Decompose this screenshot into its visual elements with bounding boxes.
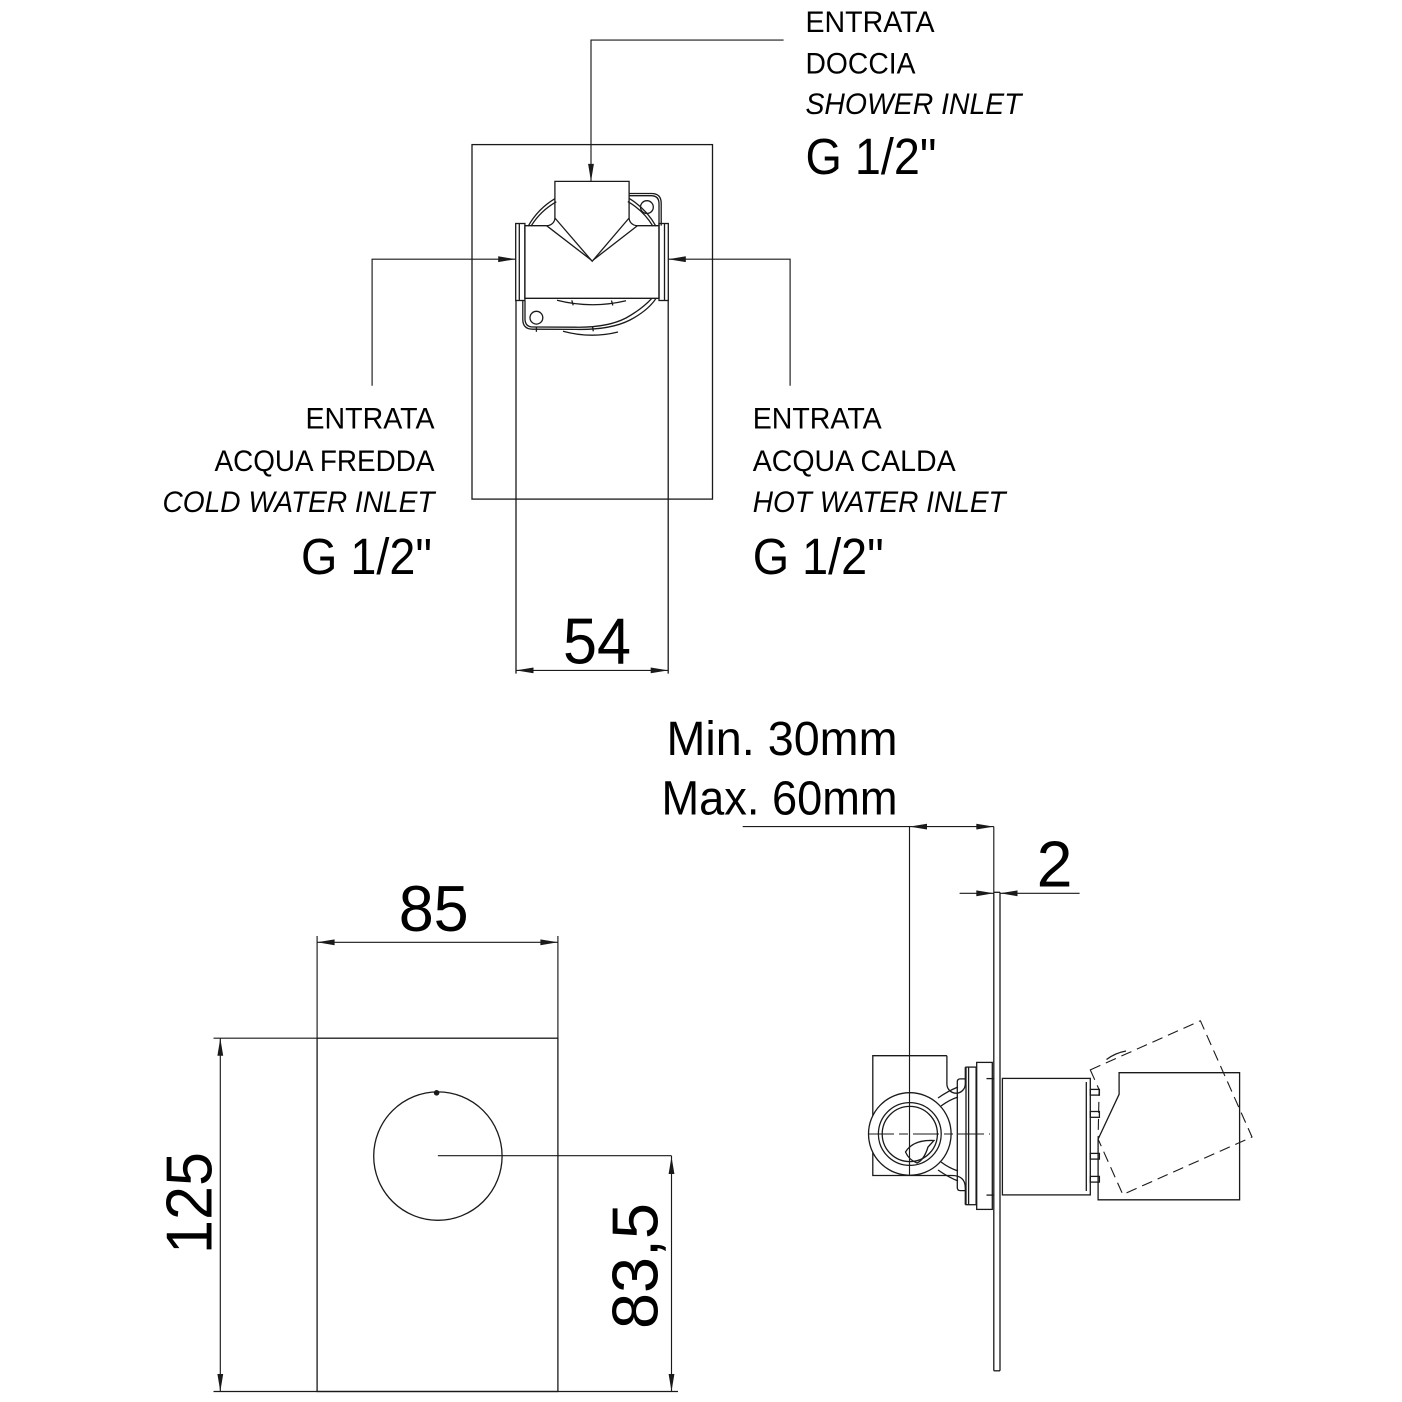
svg-text:ACQUA FREDDA: ACQUA FREDDA — [215, 445, 435, 478]
svg-text:DOCCIA: DOCCIA — [806, 48, 916, 81]
svg-text:ENTRATA: ENTRATA — [753, 403, 882, 436]
svg-text:SHOWER INLET: SHOWER INLET — [806, 88, 1025, 121]
svg-text:ENTRATA: ENTRATA — [806, 6, 935, 39]
svg-text:ENTRATA: ENTRATA — [306, 403, 435, 436]
svg-text:COLD WATER INLET: COLD WATER INLET — [163, 486, 437, 519]
svg-text:HOT WATER INLET: HOT WATER INLET — [753, 486, 1008, 519]
svg-text:125: 125 — [154, 1152, 226, 1254]
svg-text:Min. 30mm: Min. 30mm — [667, 712, 898, 766]
svg-text:ACQUA CALDA: ACQUA CALDA — [753, 445, 956, 478]
svg-text:54: 54 — [563, 605, 631, 677]
svg-text:85: 85 — [399, 873, 469, 945]
svg-text:G 1/2": G 1/2" — [753, 528, 884, 585]
svg-text:Max. 60mm: Max. 60mm — [662, 771, 898, 825]
svg-text:2: 2 — [1037, 829, 1073, 901]
svg-text:G 1/2": G 1/2" — [301, 528, 432, 585]
svg-text:G 1/2": G 1/2" — [806, 128, 937, 185]
svg-text:83,5: 83,5 — [600, 1203, 672, 1329]
